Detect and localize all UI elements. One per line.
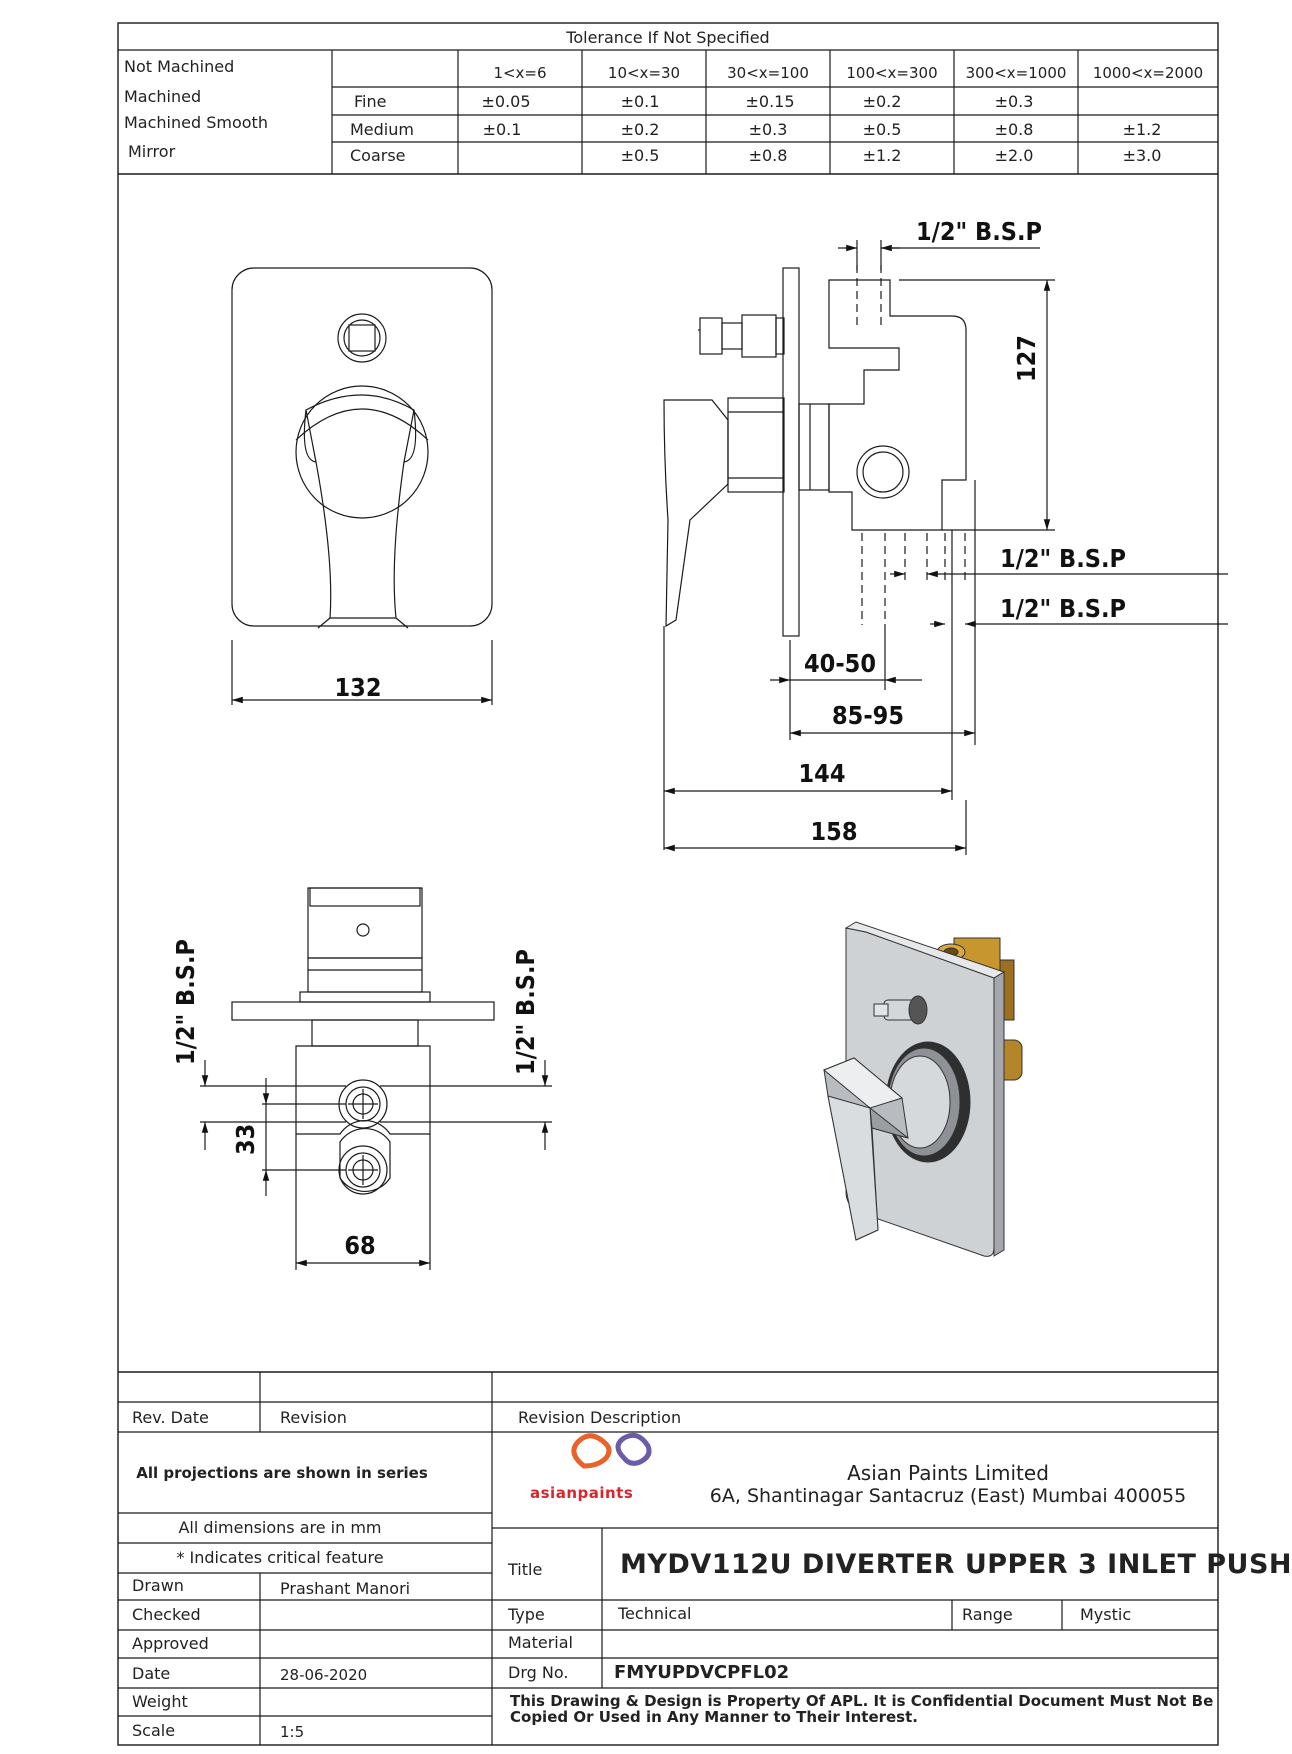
title-block-lines	[118, 1371, 1218, 1745]
critical-note: * Indicates critical feature	[176, 1548, 384, 1567]
date-value: 28-06-2020	[280, 1666, 368, 1684]
tol-cell: ±0.15	[745, 92, 795, 111]
drawing-title: MYDV112U DIVERTER UPPER 3 INLET PUSH	[620, 1549, 1292, 1580]
dim-144: 144	[798, 759, 846, 788]
tol-range-6: 1000<x=2000	[1092, 64, 1204, 82]
tol-label-machined-smooth: Machined Smooth	[124, 113, 268, 132]
type-label: Type	[508, 1605, 545, 1624]
tol-range-1: 1<x=6	[493, 64, 547, 82]
tol-label-machined: Machined	[124, 87, 202, 106]
dim-bottom-bsp-right: 1/2" B.S.P	[511, 949, 540, 1075]
scale-label: Scale	[132, 1721, 176, 1740]
company-logo-text: asianpaints	[530, 1484, 634, 1502]
tolerance-title: Tolerance If Not Specified	[566, 28, 770, 47]
tolerance-table-lines	[118, 49, 1218, 175]
dim-side-height: 127	[1012, 335, 1041, 382]
approved-label: Approved	[132, 1634, 209, 1653]
company-address: 6A, Shantinagar Santacruz (East) Mumbai …	[709, 1485, 1187, 1507]
tol-cell: ±0.1	[482, 120, 522, 139]
tol-cell: ±0.8	[994, 120, 1034, 139]
revision-label: Revision	[280, 1408, 347, 1427]
tol-range-4: 100<x=300	[846, 64, 938, 82]
dim-bottom-bsp-left: 1/2" B.S.P	[171, 939, 200, 1065]
tol-grade-medium: Medium	[350, 120, 414, 139]
tol-cell: ±2.0	[994, 146, 1034, 165]
dim-bottom-33: 33	[231, 1123, 260, 1155]
bottom-view	[200, 887, 552, 1270]
tol-label-mirror: Mirror	[128, 142, 176, 161]
checked-label: Checked	[132, 1605, 201, 1624]
side-view	[663, 240, 1228, 855]
tol-grade-coarse: Coarse	[350, 146, 406, 165]
tol-range-5: 300<x=1000	[965, 64, 1067, 82]
tol-cell: ±0.05	[481, 92, 531, 111]
dim-front-width: 132	[334, 673, 382, 702]
front-view	[231, 267, 493, 705]
drawn-label: Drawn	[132, 1576, 184, 1595]
dim-40-50: 40-50	[804, 649, 876, 678]
range-label: Range	[962, 1605, 1013, 1624]
dim-bottom-68: 68	[344, 1231, 376, 1260]
isometric-render	[823, 921, 1023, 1257]
dim-side-bsp-top: 1/2" B.S.P	[916, 217, 1042, 246]
tol-cell: ±0.5	[620, 146, 660, 165]
title-label: Title	[508, 1560, 543, 1579]
dim-85-95: 85-95	[832, 701, 904, 730]
material-label: Material	[508, 1633, 573, 1652]
company-name: Asian Paints Limited	[847, 1461, 1049, 1485]
dim-side-bsp-low: 1/2" B.S.P	[1000, 594, 1126, 623]
tol-cell: ±0.3	[994, 92, 1034, 111]
tol-cell: ±3.0	[1122, 146, 1162, 165]
dim-side-bsp-mid: 1/2" B.S.P	[1000, 544, 1126, 573]
weight-label: Weight	[132, 1692, 188, 1711]
drg-no-label: Drg No.	[508, 1663, 569, 1682]
tol-grade-fine: Fine	[354, 92, 387, 111]
confidential-line-2: Copied Or Used in Any Manner to Their In…	[510, 1708, 918, 1726]
confidential-line-1: This Drawing & Design is Property Of APL…	[510, 1692, 1214, 1710]
rev-date-label: Rev. Date	[132, 1408, 209, 1427]
tol-cell: ±0.8	[748, 146, 788, 165]
range-value: Mystic	[1080, 1605, 1132, 1624]
tol-range-3: 30<x=100	[727, 64, 809, 82]
drawing-sheet	[117, 22, 1228, 1746]
date-label: Date	[132, 1664, 171, 1683]
tol-label-not-machined: Not Machined	[124, 57, 235, 76]
tol-range-2: 10<x=30	[607, 64, 681, 82]
projections-note: All projections are shown in series	[136, 1464, 428, 1482]
tol-cell: ±1.2	[1122, 120, 1162, 139]
revision-description-label: Revision Description	[518, 1408, 682, 1427]
drg-no-value: FMYUPDVCPFL02	[614, 1662, 790, 1683]
dim-158: 158	[810, 817, 858, 846]
tol-cell: ±0.3	[748, 120, 788, 139]
tol-cell: ±0.2	[862, 92, 902, 111]
tol-cell: ±0.2	[620, 120, 660, 139]
tol-cell: ±0.5	[862, 120, 902, 139]
company-logo-icon	[571, 1432, 652, 1469]
tol-cell: ±0.1	[620, 92, 660, 111]
type-value: Technical	[618, 1604, 692, 1623]
dimensions-note: All dimensions are in mm	[178, 1518, 382, 1537]
scale-value: 1:5	[280, 1723, 305, 1741]
tol-cell: ±1.2	[862, 146, 902, 165]
drawn-value: Prashant Manori	[280, 1579, 411, 1598]
